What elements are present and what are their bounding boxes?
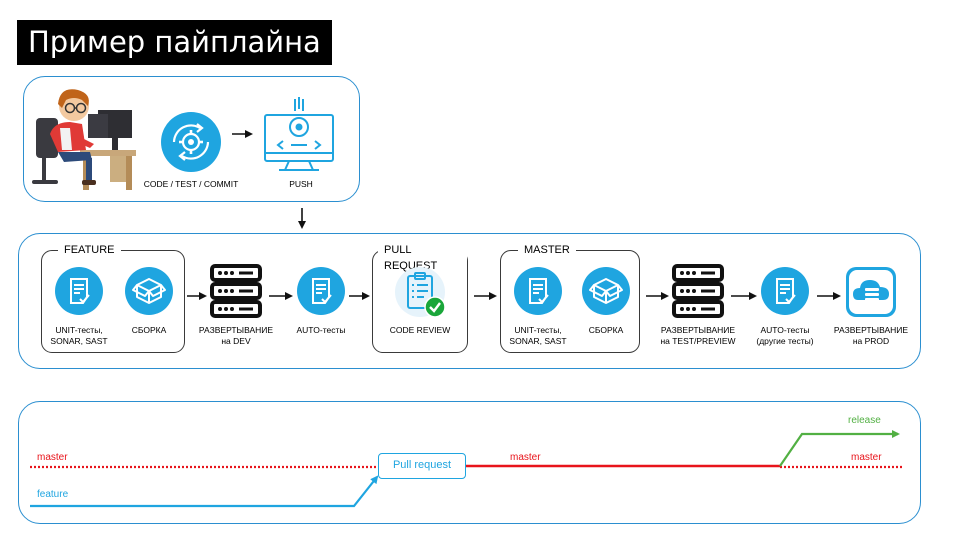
auto-tests-label: AUTO-тесты (296, 325, 346, 335)
code-review-icon (395, 267, 446, 318)
unit-tests-icon (55, 267, 103, 315)
deploy-dev-label: РАЗВЕРТЫВАНИЕ на DEV (198, 325, 274, 346)
code-test-commit-label: CODE / TEST / COMMIT (143, 179, 239, 189)
auto-tests-other-icon (761, 267, 809, 315)
deploy-prod-label: РАЗВЕРТЫВАНИЕ на PROD (833, 325, 909, 346)
code-review-label: CODE REVIEW (389, 325, 451, 335)
master-branch-label-mid: master (510, 452, 541, 463)
push-label: PUSH (289, 179, 313, 189)
feature-group: FEATURE (41, 242, 185, 353)
master-branch-label-right: master (851, 452, 882, 463)
master-group-label: MASTER (518, 242, 576, 258)
pull-request-box: Pull request (378, 453, 466, 479)
pull-request-group: PULL REQUEST (372, 242, 468, 353)
build-master-label: СБОРКА (588, 325, 624, 335)
master-group: MASTER (500, 242, 640, 353)
cloud-server-icon (846, 267, 896, 317)
build-master-icon (582, 267, 630, 315)
unit-tests-master-label: UNIT-тесты, SONAR, SAST (509, 325, 567, 346)
push-icon (264, 97, 334, 171)
auto-tests-icon (297, 267, 345, 315)
feature-group-label: FEATURE (58, 242, 121, 258)
release-line (779, 430, 900, 467)
pull-request-group-label: PULL REQUEST (378, 242, 467, 274)
page-title: Пример пайплайна (17, 20, 332, 65)
deploy-test-label: РАЗВЕРТЫВАНИЕ на TEST/PREVIEW (660, 325, 736, 346)
auto-tests-other-label: AUTO-тесты (другие тесты) (756, 325, 814, 346)
master-branch-label-left: master (37, 452, 68, 463)
developer-illustration (32, 89, 136, 190)
server-test-icon (672, 264, 724, 318)
server-dev-icon (210, 264, 262, 318)
build-icon (125, 267, 173, 315)
code-test-commit-icon (161, 112, 221, 172)
feature-line (30, 475, 379, 508)
branches-panel (18, 401, 921, 524)
unit-tests-master-icon (514, 267, 562, 315)
build-label: СБОРКА (131, 325, 167, 335)
feature-branch-label: feature (37, 489, 69, 500)
release-branch-label: release (848, 415, 881, 426)
unit-tests-label: UNIT-тесты, SONAR, SAST (50, 325, 108, 346)
